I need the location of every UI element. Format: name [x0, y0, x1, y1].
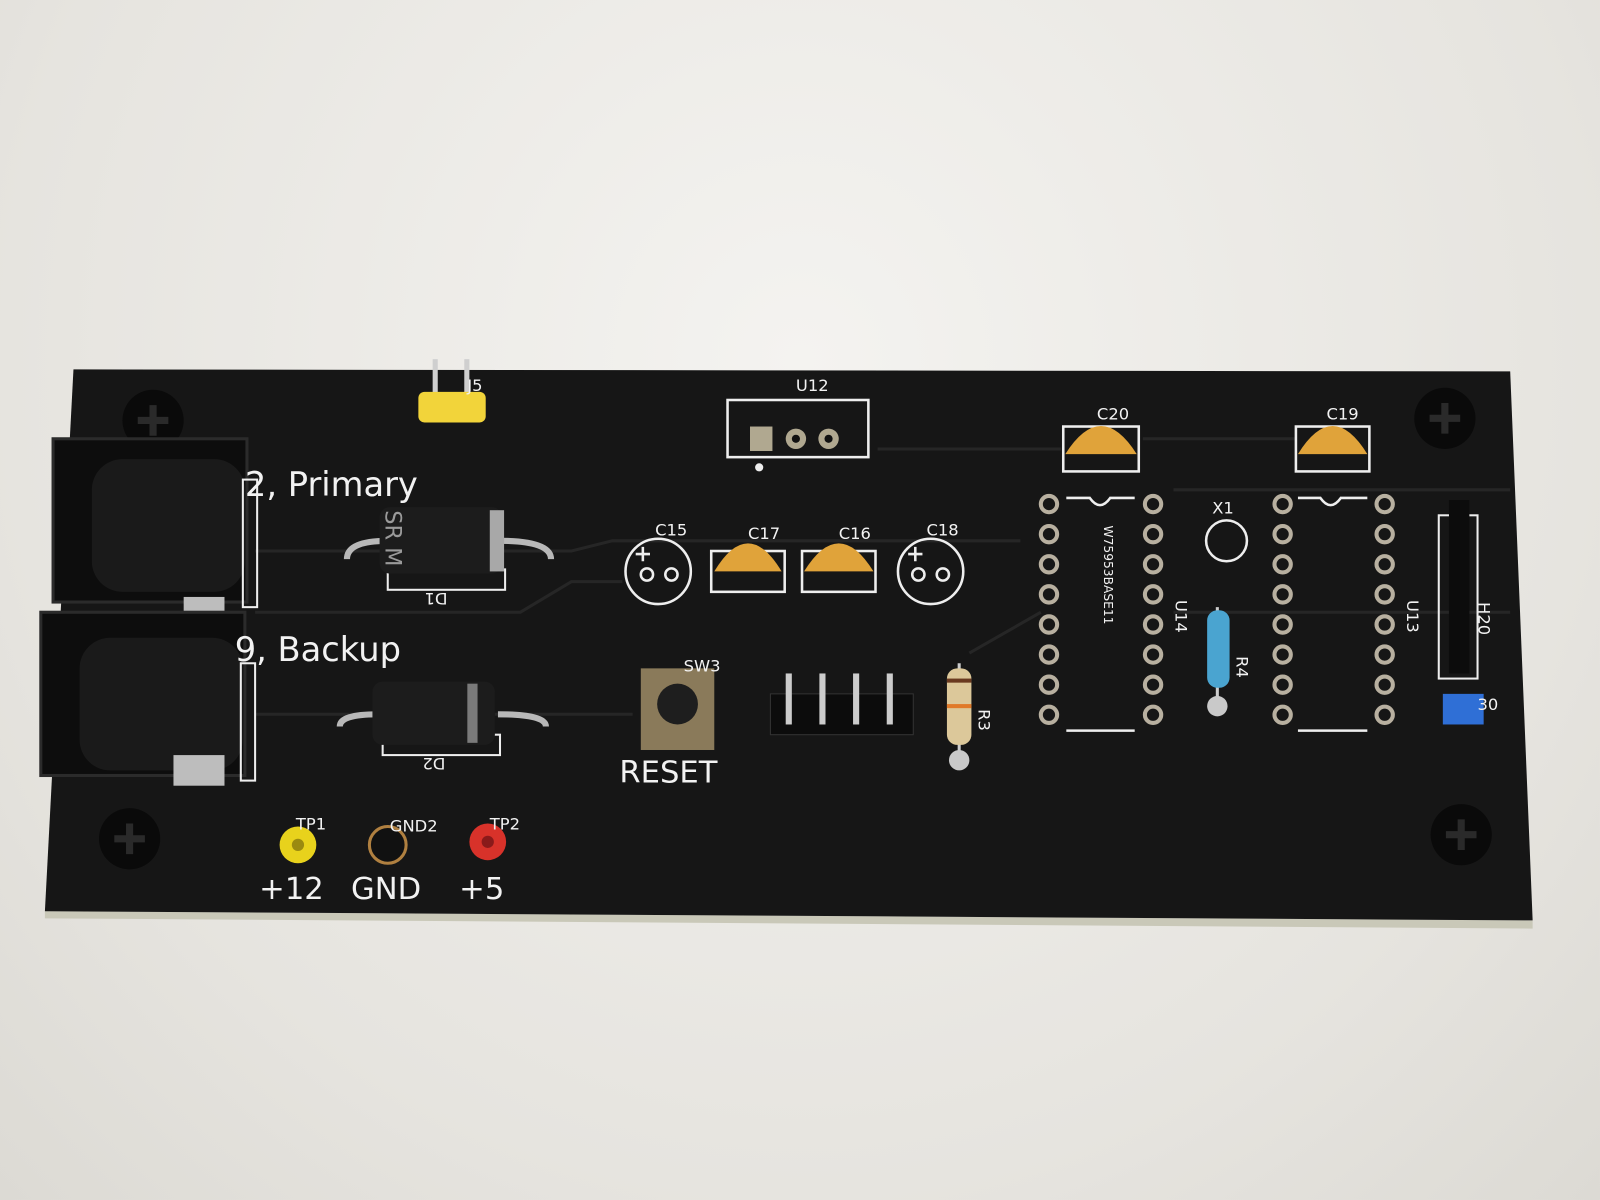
h30-label: 30 [1477, 694, 1499, 715]
u14-label: U14 [1171, 599, 1191, 633]
dip-pad [1038, 523, 1060, 545]
chip-marking: W75953BASE11 [1101, 525, 1116, 625]
u12-label: U12 [795, 375, 829, 395]
dip-pad [1142, 493, 1164, 515]
dip-pad [1272, 493, 1293, 515]
dc-jack-backup [39, 610, 257, 786]
reset-label: RESET [619, 755, 718, 791]
primary-input-label: 2, Primary [244, 464, 418, 505]
dip-pad [1374, 644, 1395, 665]
dip-pad [1038, 554, 1060, 575]
board-edge [44, 911, 1533, 929]
dip-pad [1142, 584, 1164, 605]
dip-pad [1272, 614, 1293, 635]
dip-pad [1374, 704, 1395, 725]
c20-label: C20 [1096, 404, 1130, 424]
dip-pad [1374, 614, 1395, 635]
test-points [279, 823, 507, 865]
resistor-r4 [1207, 607, 1230, 717]
dip-pad [1272, 674, 1293, 695]
header-4pin [769, 673, 914, 736]
dip-pad [1038, 493, 1060, 515]
dip-pad [1272, 644, 1293, 665]
dip-pad [1272, 584, 1293, 605]
dip-pins [1038, 493, 1395, 725]
diode-marking: SR M [379, 510, 406, 567]
dip-pad [1142, 704, 1164, 725]
dip-pad [1142, 523, 1164, 545]
dip-pad [1142, 644, 1164, 665]
tp1-label: TP1 [295, 814, 327, 834]
r4-label: R4 [1232, 656, 1253, 678]
dip-pad [1374, 674, 1395, 695]
c15-label: C15 [655, 520, 688, 540]
reset-switch [640, 668, 715, 750]
gnd-label: GND [351, 871, 422, 908]
dip-pad [1142, 554, 1164, 575]
jumper-yellow [418, 359, 486, 423]
dip-pad [1038, 584, 1060, 605]
plus5-label: +5 [459, 871, 505, 908]
d1-label: D1 [424, 588, 448, 609]
diode-d2 [336, 681, 549, 757]
resistor-r3 [946, 663, 972, 771]
plus12-label: +12 [259, 871, 324, 908]
c15-footprint [624, 537, 693, 606]
ceramic-capacitors [709, 425, 1371, 594]
diode-d1 [343, 507, 555, 591]
c18-label: C18 [926, 520, 959, 540]
j5-label: J5 [467, 375, 483, 395]
c18-footprint [896, 537, 965, 606]
dip-pad [1142, 614, 1164, 635]
mounting-screws [98, 387, 1492, 870]
c17-label: C17 [747, 523, 781, 543]
dip-pad [1272, 554, 1293, 575]
r3-label: R3 [974, 709, 994, 731]
c19-label: C19 [1326, 404, 1359, 424]
dip-pad [1272, 704, 1293, 725]
u12-footprint [726, 398, 870, 472]
u13-label: U13 [1403, 599, 1423, 633]
dip-pad [1374, 493, 1395, 515]
dip-footprints [1066, 496, 1368, 732]
dip-pad [1038, 644, 1060, 665]
dip-pad [1038, 674, 1060, 695]
dip-pad [1038, 704, 1060, 725]
x1-label: X1 [1212, 497, 1234, 518]
dip-pad [1374, 523, 1395, 545]
tp2-label: TP2 [489, 814, 521, 834]
gnd2-label: GND2 [389, 816, 438, 836]
c16-label: C16 [838, 523, 871, 543]
d2-label: D2 [422, 754, 446, 774]
backup-input-label: 9, Backup [234, 629, 401, 670]
dip-pad [1272, 523, 1293, 545]
dip-pad [1374, 554, 1395, 575]
h20-label: H20 [1474, 602, 1494, 636]
dip-pad [1038, 614, 1060, 635]
dip-pad [1374, 584, 1395, 605]
sw3-label: SW3 [683, 656, 721, 676]
header-h20 [1437, 499, 1484, 725]
dc-jack-primary [51, 437, 259, 623]
dip-pad [1142, 674, 1164, 695]
